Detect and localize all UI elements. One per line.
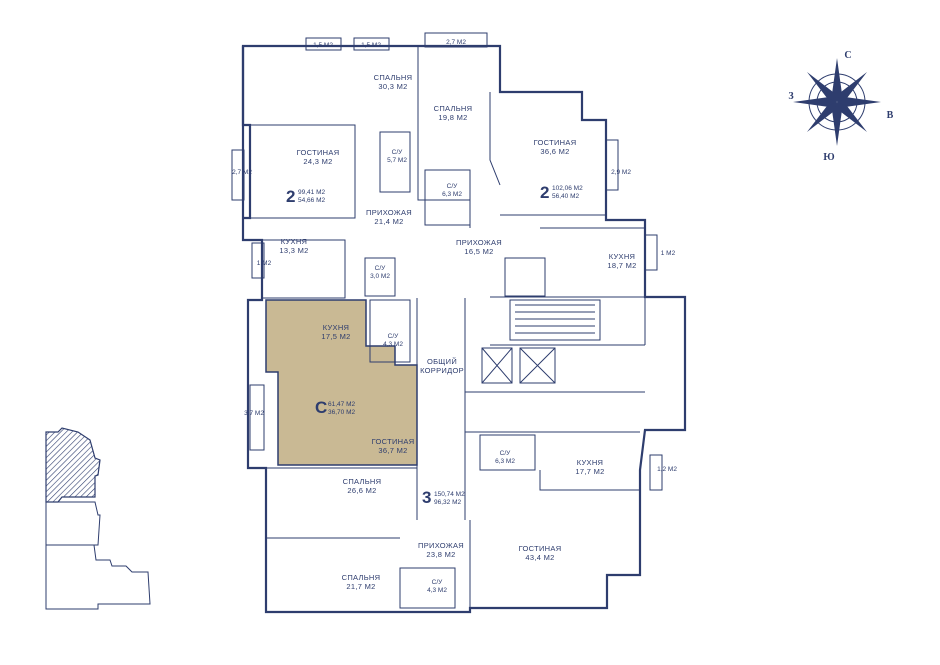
balcony-area-3: 2,7 М2 xyxy=(446,39,466,46)
room-name: С/У xyxy=(375,265,387,272)
room-area: 4,3 М2 xyxy=(383,341,403,348)
svg-text:56,40 М2: 56,40 М2 xyxy=(552,193,579,200)
room-area: 6,3 М2 xyxy=(442,191,462,198)
svg-text:3: 3 xyxy=(422,488,431,507)
room-area: 17,7 М2 xyxy=(575,467,604,476)
room-area: 6,3 М2 xyxy=(495,458,515,465)
room-name: ГОСТИНАЯ xyxy=(372,437,415,446)
balcony-area-9: 1,2 М2 xyxy=(657,466,677,473)
room-area: 23,8 М2 xyxy=(426,550,455,559)
room-name: ПРИХОЖАЯ xyxy=(366,208,412,217)
balcony-area-7: 1 М2 xyxy=(661,250,676,257)
room-name: ПРИХОЖАЯ xyxy=(456,238,502,247)
svg-text:2: 2 xyxy=(540,183,549,202)
svg-text:150,74 М2: 150,74 М2 xyxy=(434,491,465,498)
balcony-area-2: 1,5 М2 xyxy=(361,42,381,49)
svg-text:С: С xyxy=(315,398,327,417)
room-name: С/У xyxy=(447,183,459,190)
room-area: 19,8 М2 xyxy=(438,113,467,122)
svg-text:96,32 М2: 96,32 М2 xyxy=(434,499,461,506)
room-name: ПРИХОЖАЯ xyxy=(418,541,464,550)
compass-east: В xyxy=(887,110,894,121)
room-name: С/У xyxy=(500,450,512,457)
compass-north: С xyxy=(844,50,851,61)
svg-text:61,47 М2: 61,47 М2 xyxy=(328,401,355,408)
room-name: ГОСТИНАЯ xyxy=(297,148,340,157)
room-name: С/У xyxy=(388,333,400,340)
apartment-tag[interactable]: 3 150,74 М2 96,32 М2 xyxy=(422,488,465,507)
svg-text:102,06 М2: 102,06 М2 xyxy=(552,185,583,192)
room-area: 21,4 М2 xyxy=(374,217,403,226)
room-name: КУХНЯ xyxy=(323,323,350,332)
stair-elevator-core xyxy=(481,299,601,384)
compass-rose-icon xyxy=(793,58,881,146)
apartment-tag[interactable]: С 61,47 М2 36,70 М2 xyxy=(315,398,355,417)
room-name: СПАЛЬНЯ xyxy=(374,73,413,82)
room-name: СПАЛЬНЯ xyxy=(434,104,473,113)
room-name: КУХНЯ xyxy=(281,237,308,246)
room-area: 13,3 М2 xyxy=(279,246,308,255)
room-area: 30,3 М2 xyxy=(378,82,407,91)
bathroom-fixtures xyxy=(364,131,546,609)
room-area: 16,5 М2 xyxy=(464,247,493,256)
room-area: 4,3 М2 xyxy=(427,587,447,594)
svg-text:2: 2 xyxy=(286,187,295,206)
balcony-area-6: 1 М2 xyxy=(257,260,272,267)
room-area: 24,3 М2 xyxy=(303,157,332,166)
room-area: 18,7 М2 xyxy=(607,261,636,270)
room-name: СПАЛЬНЯ xyxy=(342,573,381,582)
room-area: 26,6 М2 xyxy=(347,486,376,495)
room-name: КУХНЯ xyxy=(609,252,636,261)
room-area: 17,5 М2 xyxy=(321,332,350,341)
room-area: 3,0 М2 xyxy=(370,273,390,280)
apartment-tag[interactable]: 2 102,06 М2 56,40 М2 xyxy=(540,183,583,202)
room-name: ГОСТИНАЯ xyxy=(534,138,577,147)
apartment-tag[interactable]: 2 99,41 М2 54,66 М2 xyxy=(286,187,325,206)
corridor-label: КОРРИДОР xyxy=(420,366,464,375)
room-name: СПАЛЬНЯ xyxy=(343,477,382,486)
corridor-label: ОБЩИЙ xyxy=(427,357,457,366)
balconies xyxy=(231,32,663,491)
svg-text:54,66 М2: 54,66 М2 xyxy=(298,197,325,204)
building-walls xyxy=(241,44,687,614)
svg-text:99,41 М2: 99,41 М2 xyxy=(298,189,325,196)
room-area: 5,7 М2 xyxy=(387,157,407,164)
balcony-area-8: 3,7 М2 xyxy=(244,410,264,417)
building-location-minimap xyxy=(45,427,151,610)
balcony-area-5: 2,9 М2 xyxy=(611,169,631,176)
balcony-area-4: 2,7 М2 xyxy=(232,169,252,176)
room-name: С/У xyxy=(432,579,444,586)
room-area: 36,7 М2 xyxy=(378,446,407,455)
room-name: ГОСТИНАЯ xyxy=(519,544,562,553)
compass-west: З xyxy=(788,91,793,102)
room-name: С/У xyxy=(392,149,404,156)
balcony-area-1: 1,5 М2 xyxy=(313,42,333,49)
compass-south: Ю xyxy=(823,152,834,163)
svg-text:36,70 М2: 36,70 М2 xyxy=(328,409,355,416)
room-area: 43,4 М2 xyxy=(525,553,554,562)
room-name: КУХНЯ xyxy=(577,458,604,467)
room-area: 36,6 М2 xyxy=(540,147,569,156)
room-area: 21,7 М2 xyxy=(346,582,375,591)
